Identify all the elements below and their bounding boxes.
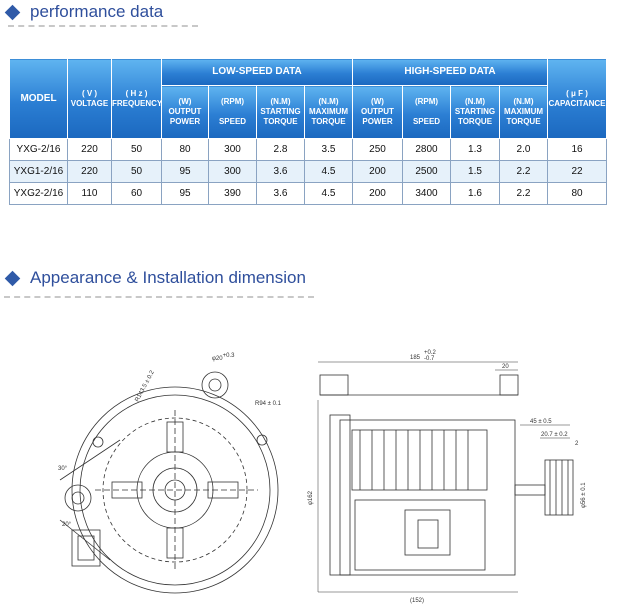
voltage-unit: ( V ) xyxy=(81,88,98,98)
header-frequency: ( H z ) FREQUENCY xyxy=(111,58,163,139)
dim-phi56: φ56 ± 0.1 xyxy=(581,482,587,508)
cell-low-speed: 300 xyxy=(208,138,257,161)
cell-voltage: 220 xyxy=(67,138,112,161)
dim-20deg: 20° xyxy=(62,522,72,528)
dim-152: (152) xyxy=(410,598,424,604)
cell-low-speed: 390 xyxy=(208,182,257,205)
cell-voltage: 110 xyxy=(67,182,112,205)
cell-high-max-torque: 2.2 xyxy=(499,160,548,183)
diamond-bullet-icon xyxy=(4,4,21,20)
table-row: YXG-2/16 220 50 80 300 2.8 3.5 250 2800 … xyxy=(9,138,607,161)
dim-20-7: 20.7 ± 0.2 xyxy=(541,432,568,438)
cell-low-start-torque: 3.6 xyxy=(256,182,305,205)
dim-r94: R94 ± 0.1 xyxy=(255,401,282,407)
cell-high-start-torque: 1.5 xyxy=(450,160,500,183)
voltage-label: VOLTAGE xyxy=(70,98,109,108)
header-high-speed-rpm: (RPM) SPEED xyxy=(402,85,451,139)
cell-capacitance: 80 xyxy=(547,182,607,205)
cell-frequency: 60 xyxy=(111,182,162,205)
capacitance-unit: ( μ F ) xyxy=(566,88,588,98)
appearance-section-header: Appearance & Installation dimension xyxy=(4,268,306,288)
cell-high-speed: 2500 xyxy=(402,160,451,183)
cell-model: YXG2-2/16 xyxy=(9,182,68,205)
cell-capacitance: 22 xyxy=(547,160,607,183)
dim-185-tol-down: -0.7 xyxy=(424,356,435,362)
performance-title: performance data xyxy=(30,2,164,21)
cell-frequency: 50 xyxy=(111,138,162,161)
cell-model: YXG1-2/16 xyxy=(9,160,68,183)
cell-high-power: 250 xyxy=(352,138,403,161)
header-low-speed: LOW-SPEED DATA xyxy=(161,58,353,86)
dim-2: 2 xyxy=(575,441,579,447)
cell-low-max-torque: 4.5 xyxy=(304,182,353,205)
motor-side-view xyxy=(317,361,574,593)
title-underline xyxy=(4,296,314,298)
installation-drawing: φ20+0.3 R143.5 ± 0.2 R94 ± 0.1 30° 20° 1… xyxy=(58,350,587,604)
cell-low-power: 95 xyxy=(161,182,209,205)
performance-table: MODEL ( V ) VOLTAGE ( H z ) FREQUENCY LO… xyxy=(9,58,607,205)
cell-frequency: 50 xyxy=(111,160,162,183)
cell-low-max-torque: 3.5 xyxy=(304,138,353,161)
cell-capacitance: 16 xyxy=(547,138,607,161)
dim-45: 45 ± 0.5 xyxy=(530,419,552,425)
dim-185: 185 xyxy=(410,355,421,361)
table-row: YXG2-2/16 110 60 95 390 3.6 4.5 200 3400… xyxy=(9,182,607,205)
cell-voltage: 220 xyxy=(67,160,112,183)
cell-low-start-torque: 2.8 xyxy=(256,138,305,161)
cell-high-power: 200 xyxy=(352,160,403,183)
cell-high-start-torque: 1.6 xyxy=(450,182,500,205)
cell-model: YXG-2/16 xyxy=(9,138,68,161)
cell-high-max-torque: 2.0 xyxy=(499,138,548,161)
cell-high-power: 200 xyxy=(352,182,403,205)
title-underline xyxy=(8,25,198,27)
cell-low-power: 80 xyxy=(161,138,209,161)
frequency-unit: ( H z ) xyxy=(125,88,148,98)
diamond-bullet-icon xyxy=(4,270,21,286)
cell-low-power: 95 xyxy=(161,160,209,183)
cell-low-max-torque: 4.5 xyxy=(304,160,353,183)
capacitance-label: CAPACITANCE xyxy=(548,98,606,108)
header-voltage: ( V ) VOLTAGE xyxy=(67,58,112,139)
motor-front-view xyxy=(59,371,279,594)
cell-low-start-torque: 3.6 xyxy=(256,160,305,183)
cell-high-start-torque: 1.3 xyxy=(450,138,500,161)
dim-185-tol-up: +0.2 xyxy=(424,350,437,356)
performance-section-header: performance data xyxy=(4,2,163,22)
cell-high-speed: 3400 xyxy=(402,182,451,205)
cell-low-speed: 300 xyxy=(208,160,257,183)
dim-phi20: φ20+0.3 xyxy=(212,353,235,362)
dim-phi162: φ162 xyxy=(308,490,314,505)
table-row: YXG1-2/16 220 50 95 300 3.6 4.5 200 2500… xyxy=(9,160,607,183)
header-model: MODEL xyxy=(9,58,68,139)
header-low-speed-rpm: (RPM) SPEED xyxy=(208,85,257,139)
header-capacitance: ( μ F ) CAPACITANCE xyxy=(547,58,607,139)
appearance-title: Appearance & Installation dimension xyxy=(30,268,306,287)
header-high-speed: HIGH-SPEED DATA xyxy=(352,58,548,86)
cell-high-max-torque: 2.2 xyxy=(499,182,548,205)
dim-30deg: 30° xyxy=(58,466,68,472)
cell-high-speed: 2800 xyxy=(402,138,451,161)
frequency-label: FREQUENCY xyxy=(112,98,163,108)
dim-20b: 20 xyxy=(502,364,509,370)
